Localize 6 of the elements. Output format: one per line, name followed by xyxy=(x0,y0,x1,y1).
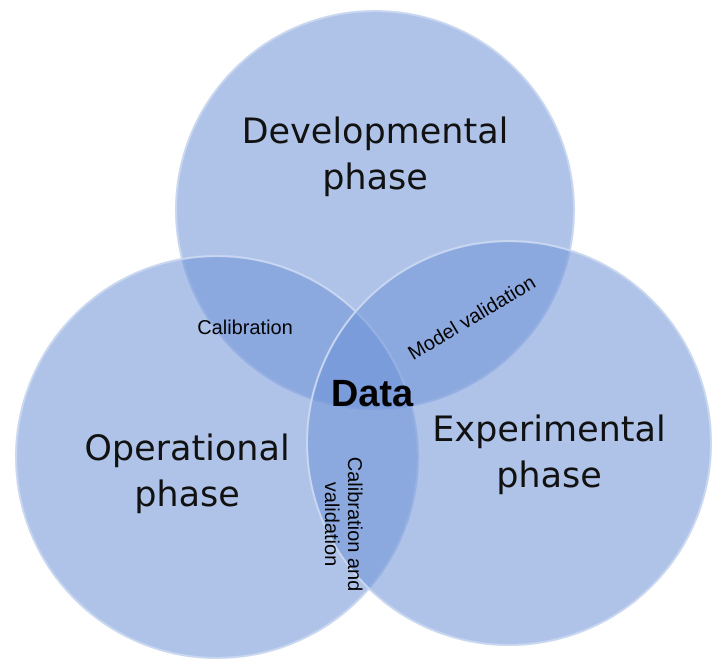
phase-label: Developmental phase xyxy=(240,111,510,200)
phase-label: Experimental phase xyxy=(431,409,667,498)
center-label: Data xyxy=(330,373,414,417)
overlap-label: Calibration xyxy=(197,316,293,340)
overlap-label: Calibration and validation xyxy=(319,456,365,594)
phase-label: Operational phase xyxy=(83,428,291,516)
